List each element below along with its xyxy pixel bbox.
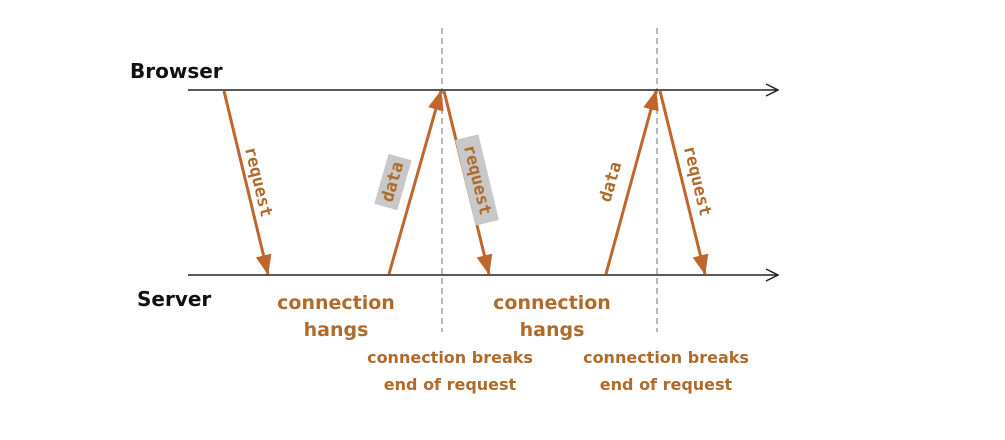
breaks-note-2-line2: end of request: [600, 375, 733, 394]
hangs-note-2-line1: connection: [493, 292, 611, 314]
request-arrow-3: [658, 90, 709, 275]
request-label-2: request: [459, 143, 495, 217]
request-arrow-1: [222, 90, 272, 275]
hangs-note-1-line2: hangs: [304, 319, 369, 341]
breaks-note-1-line1: connection breaks: [367, 348, 533, 367]
breaks-note-2-line1: connection breaks: [583, 348, 749, 367]
data-highlight-1: [374, 153, 412, 211]
breaks-note-1-line2: end of request: [384, 375, 517, 394]
data-arrow-2: [604, 90, 659, 275]
request-label-3: request: [679, 144, 715, 218]
hangs-note-1-line1: connection: [277, 292, 395, 314]
hangs-note-2-line2: hangs: [520, 319, 585, 341]
data-arrow-1: [387, 90, 444, 275]
browser-label: Browser: [130, 59, 223, 83]
data-label-2: data: [596, 160, 627, 205]
server-label: Server: [137, 287, 211, 311]
request-highlight-2: [455, 134, 499, 226]
